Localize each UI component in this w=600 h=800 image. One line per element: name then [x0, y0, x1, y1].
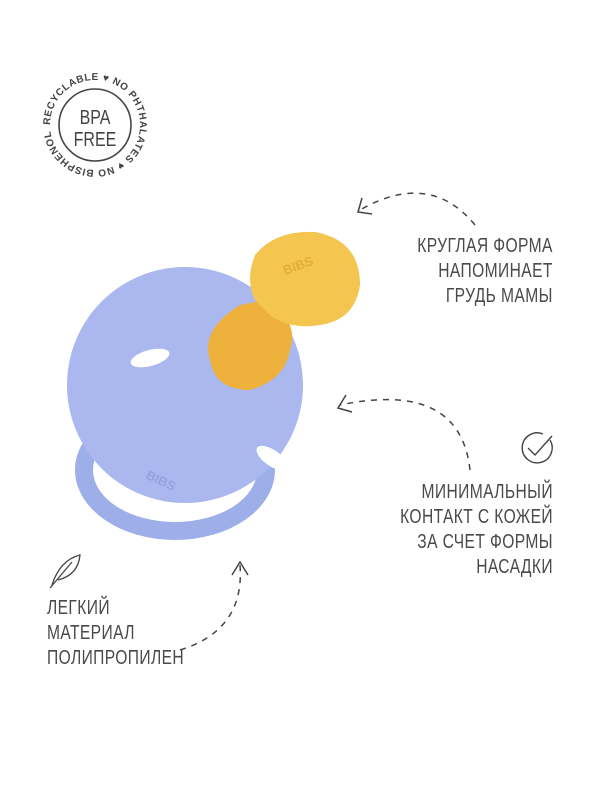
bpa-free-badge: RECYCLABLE ♥ NO PHTHALATES ♥ NO BISPHENO… — [0, 0, 148, 178]
feature-line: ЛЕГКИЙ — [47, 597, 110, 619]
feature-line: ПОЛИПРОПИЛЕН — [47, 647, 185, 669]
feather-icon — [49, 554, 81, 589]
feature-line: КОНТАКТ С КОЖЕЙ — [400, 506, 553, 528]
feature-light-material: ЛЕГКИЙ МАТЕРИАЛ ПОЛИПРОПИЛЕН — [47, 596, 184, 671]
feature-line: МИНИМАЛЬНЫЙ — [421, 481, 553, 503]
pacifier: BIBS BIBS — [67, 231, 360, 540]
feature-line: КРУГЛАЯ ФОРМА — [417, 235, 553, 257]
badge-ring-text: RECYCLABLE ♥ NO PHTHALATES ♥ NO BISPHENO… — [0, 0, 147, 178]
badge-free: FREE — [74, 128, 117, 150]
feature-round-shape: КРУГЛАЯ ФОРМА НАПОМИНАЕТ ГРУДЬ МАМЫ — [417, 234, 553, 309]
badge-bpa: BPA — [80, 106, 112, 128]
check-circle-icon — [521, 432, 553, 464]
feature-line: НАСАДКИ — [476, 556, 553, 578]
feature-line: ЗА СЧЕТ ФОРМЫ — [417, 531, 553, 553]
feature-line: НАПОМИНАЕТ — [438, 260, 553, 282]
arrow-heads — [231, 197, 373, 576]
svg-text:RECYCLABLE ♥ NO PHTHALATES ♥ N: RECYCLABLE ♥ NO PHTHALATES ♥ NO BISPHENO… — [0, 0, 148, 178]
feature-line: ГРУДЬ МАМЫ — [446, 285, 553, 307]
feature-minimal-contact: МИНИМАЛЬНЫЙ КОНТАКТ С КОЖЕЙ ЗА СЧЕТ ФОРМ… — [400, 480, 553, 580]
dashed-arrows — [179, 192, 476, 651]
feature-line: МАТЕРИАЛ — [47, 622, 135, 644]
